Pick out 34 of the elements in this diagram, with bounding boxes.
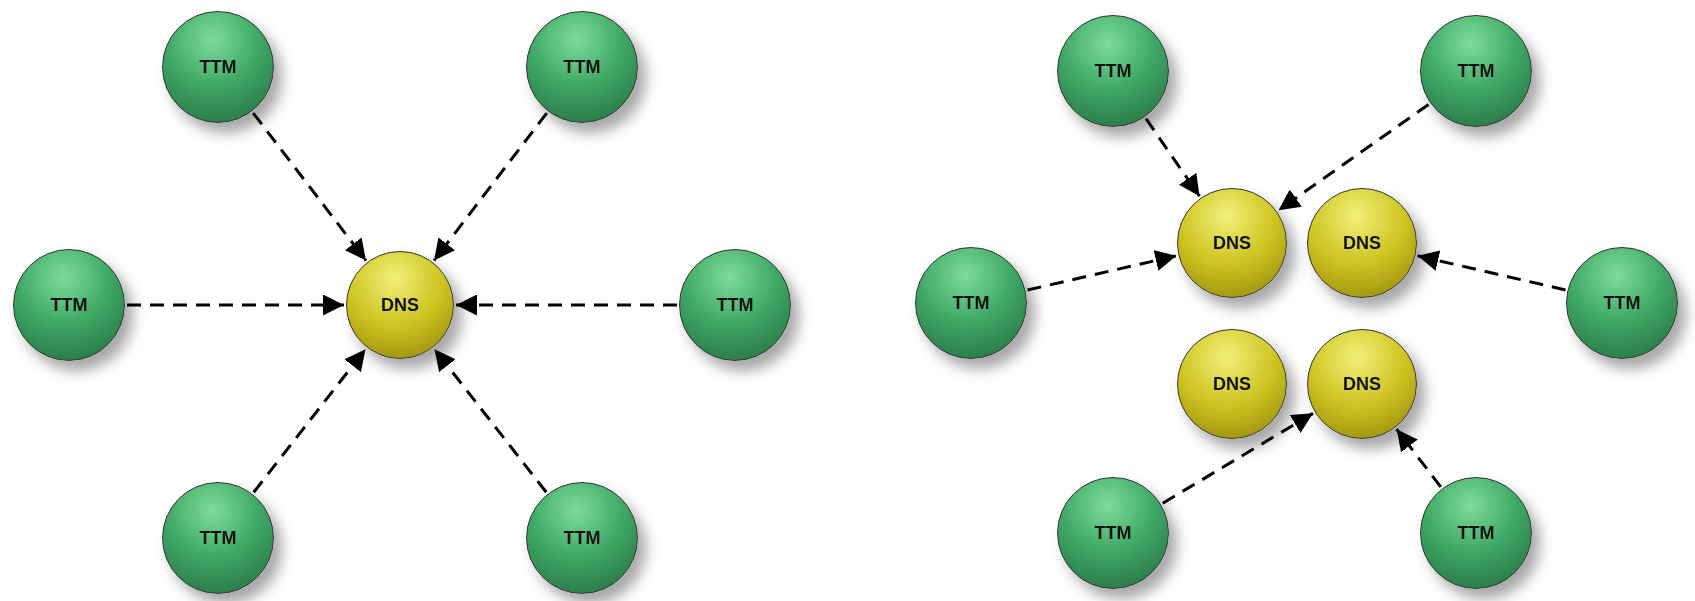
node-label: DNS [1343, 373, 1381, 395]
server-sphere-node [1307, 188, 1417, 298]
node-label: TTM [716, 294, 754, 316]
arrow [432, 112, 548, 262]
arrow [252, 112, 368, 262]
node-label: TTM [1457, 60, 1495, 82]
node-label: TTM [50, 294, 88, 316]
arrow [1027, 250, 1177, 292]
server-sphere-node [1177, 188, 1287, 298]
arrow [1144, 117, 1201, 197]
arrow [127, 294, 344, 316]
node-label: DNS [381, 294, 419, 316]
arrow [456, 294, 677, 316]
node-label: DNS [1213, 373, 1251, 395]
node-label: TTM [1094, 60, 1132, 82]
arrow [1162, 412, 1314, 505]
server-sphere-node [346, 251, 454, 359]
node-label: TTM [199, 527, 237, 549]
node-label: DNS [1213, 232, 1251, 254]
arrow [1395, 428, 1442, 488]
node-label: TTM [199, 56, 237, 78]
sphere-node [1420, 15, 1532, 127]
node-label: TTM [1603, 292, 1641, 314]
node-label: TTM [1094, 522, 1132, 544]
node-label: TTM [1457, 522, 1495, 544]
arrow [1417, 250, 1566, 292]
node-label: DNS [1343, 232, 1381, 254]
arrow [433, 348, 548, 494]
arrow [1277, 103, 1430, 212]
server-sphere-node [1307, 329, 1417, 439]
arrow [252, 348, 367, 494]
node-label: TTM [563, 56, 601, 78]
node-label: TTM [563, 527, 601, 549]
node-label: TTM [952, 292, 990, 314]
